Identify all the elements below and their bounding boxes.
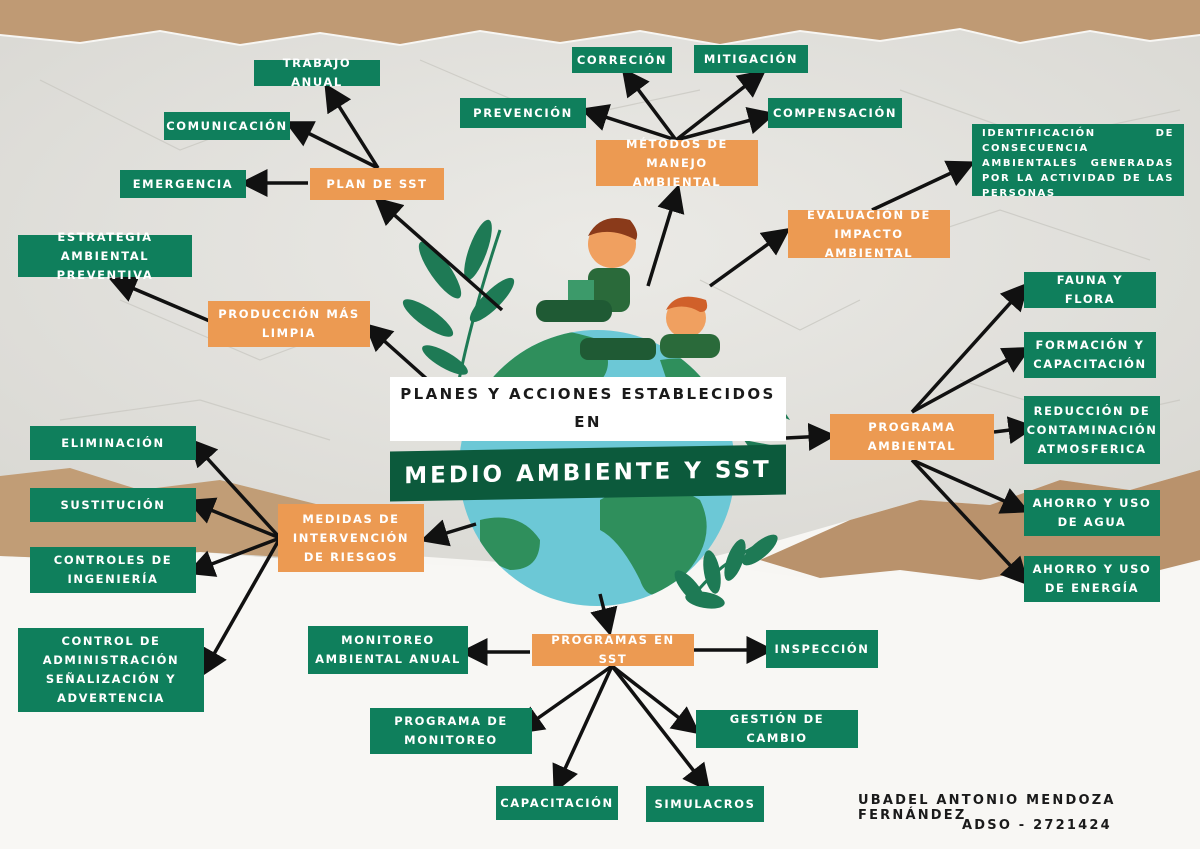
node-programa-ambiental: PROGRAMA AMBIENTAL (830, 414, 994, 460)
node-sustitucion: SUSTITUCIÓN (30, 488, 196, 522)
node-fauna: FAUNA Y FLORA (1024, 272, 1156, 308)
title-line2: EN (574, 413, 602, 431)
node-medidas: MEDIDAS DE INTERVENCIÓN DE RIESGOS (278, 504, 424, 572)
title-line1: PLANES Y ACCIONES ESTABLECIDOS (400, 385, 776, 403)
node-trabajo-anual: TRABAJO ANUAL (254, 56, 380, 89)
node-prevencion: PREVENCIÓN (460, 98, 586, 128)
node-gestion-cambio: GESTIÓN DE CAMBIO (696, 710, 858, 748)
author-code: ADSO - 2721424 (962, 818, 1112, 833)
node-simulacros: SIMULACROS (646, 786, 764, 822)
node-programa-monitoreo: PROGRAMA DE MONITOREO (370, 708, 532, 754)
node-produccion: PRODUCCIÓN MÁS LIMPIA (208, 301, 370, 347)
author-name: UBADEL ANTONIO MENDOZA FERNÁNDEZ (858, 793, 1116, 823)
node-formacion: FORMACIÓN Y CAPACITACIÓN (1024, 332, 1156, 378)
node-identificacion: IDENTIFICACIÓN DE CONSECUENCIA AMBIENTAL… (972, 124, 1184, 199)
node-eliminacion: ELIMINACIÓN (30, 426, 196, 460)
node-controles-ingenieria: CONTROLES DE INGENIERÍA (30, 547, 196, 593)
node-estrategia: ESTRATEGIA AMBIENTAL PREVENTIVA (18, 230, 192, 282)
node-agua: AHORRO Y USO DE AGUA (1024, 490, 1160, 536)
leaf-branch-right (674, 534, 778, 609)
kids-reading-illustration (536, 218, 720, 360)
node-plan-sst: PLAN DE SST (310, 168, 444, 200)
node-comunicacion: COMUNICACIÓN (164, 112, 290, 140)
node-control-administracion: CONTROL DE ADMINISTRACIÓN SEÑALIZACIÓN Y… (18, 628, 204, 712)
kraft-paper-top (0, 0, 1200, 44)
node-metodos: MÉTODOS DE MANEJO AMBIENTAL (596, 137, 758, 189)
node-capacitacion: CAPACITACIÓN (496, 786, 618, 820)
node-emergencia: EMERGENCIA (120, 170, 246, 198)
node-monitoreo-anual: MONITOREO AMBIENTAL ANUAL (308, 626, 468, 674)
node-mitigacion: MITIGACIÓN (694, 45, 808, 73)
title-banner: PLANES Y ACCIONES ESTABLECIDOS EN (390, 377, 786, 441)
node-correcion: CORRECIÓN (572, 47, 672, 73)
node-inspeccion: INSPECCIÓN (766, 630, 878, 668)
node-programas-sst: PROGRAMAS EN SST (532, 633, 694, 666)
node-energia: AHORRO Y USO DE ENERGÍA (1024, 556, 1160, 602)
node-compensacion: COMPENSACIÓN (768, 98, 902, 128)
node-evaluacion: EVALUACIÓN DE IMPACTO AMBIENTAL (788, 208, 950, 260)
node-reduccion: REDUCCIÓN DE CONTAMINACIÓN ATMOSFERICA (1024, 396, 1160, 464)
main-title: MEDIO AMBIENTE Y SST (390, 444, 786, 502)
